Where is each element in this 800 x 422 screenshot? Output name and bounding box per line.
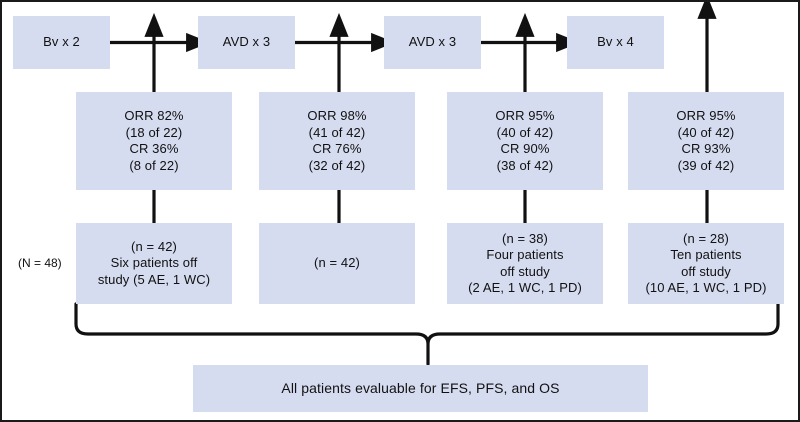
disposition-box-4-n: (n = 28) [683,230,729,246]
disposition-box-4-line2: Ten patients [670,247,742,262]
response-box-1-orr-count: (18 of 22) [125,124,183,140]
treatment-box-4[interactable]: Bv x 4 [567,16,664,69]
response-box-1-orr: ORR 82% [124,108,184,123]
disposition-box-3[interactable]: (n = 38) Four patients off study (2 AE, … [447,223,603,304]
treatment-box-1[interactable]: Bv x 2 [13,16,110,69]
treatment-box-1-label: Bv x 2 [43,34,80,50]
disposition-box-4-line4: (10 AE, 1 WC, 1 PD) [645,280,767,295]
disposition-box-3-n: (n = 38) [502,230,548,246]
response-box-2-orr-count: (41 of 42) [308,124,366,140]
cohort-size-label: (N = 48) [18,256,62,270]
disposition-box-1[interactable]: (n = 42) Six patients off study (5 AE, 1… [76,223,232,304]
treatment-box-2-label: AVD x 3 [222,34,271,50]
response-box-1[interactable]: ORR 82% (18 of 22) CR 36% (8 of 22) [76,92,232,190]
disposition-box-3-line3: off study [500,263,550,279]
disposition-box-1-line3: study (5 AE, 1 WC) [97,271,211,287]
response-box-2-cr-count: (32 of 42) [308,157,366,173]
disposition-box-4[interactable]: (n = 28) Ten patients off study (10 AE, … [628,223,784,304]
response-box-1-cr: CR 36% [129,141,179,156]
response-box-3-cr-count: (38 of 42) [496,157,554,173]
disposition-box-2[interactable]: (n = 42) [259,223,415,304]
summary-brace [74,302,780,366]
response-box-3[interactable]: ORR 95% (40 of 42) CR 90% (38 of 42) [447,92,603,190]
response-box-4-cr-count: (39 of 42) [677,157,735,173]
response-box-2[interactable]: ORR 98% (41 of 42) CR 76% (32 of 42) [259,92,415,190]
response-box-4-orr-count: (40 of 42) [677,124,735,140]
treatment-box-4-label: Bv x 4 [597,34,634,50]
response-box-1-cr-count: (8 of 22) [129,157,179,173]
response-box-4-orr: ORR 95% [676,108,736,123]
treatment-box-3-label: AVD x 3 [408,34,457,50]
disposition-box-4-line3: off study [681,263,731,279]
response-box-3-orr-count: (40 of 42) [496,124,554,140]
disposition-box-3-line2: Four patients [486,247,564,262]
response-box-4[interactable]: ORR 95% (40 of 42) CR 93% (39 of 42) [628,92,784,190]
disposition-box-2-n: (n = 42) [314,255,360,271]
disposition-box-1-n: (n = 42) [131,238,177,254]
summary-box-label: All patients evaluable for EFS, PFS, and… [281,380,560,397]
treatment-box-2[interactable]: AVD x 3 [198,16,295,69]
disposition-box-3-line4: (2 AE, 1 WC, 1 PD) [468,280,582,295]
summary-box[interactable]: All patients evaluable for EFS, PFS, and… [193,365,648,412]
response-box-3-orr: ORR 95% [495,108,555,123]
response-box-2-orr: ORR 98% [307,108,367,123]
response-box-4-cr: CR 93% [681,141,731,156]
response-box-3-cr: CR 90% [500,141,550,156]
cohort-size-text: (N = 48) [18,256,62,270]
disposition-box-1-line2: Six patients off [110,255,198,271]
treatment-box-3[interactable]: AVD x 3 [384,16,481,69]
response-box-2-cr: CR 76% [312,141,362,156]
